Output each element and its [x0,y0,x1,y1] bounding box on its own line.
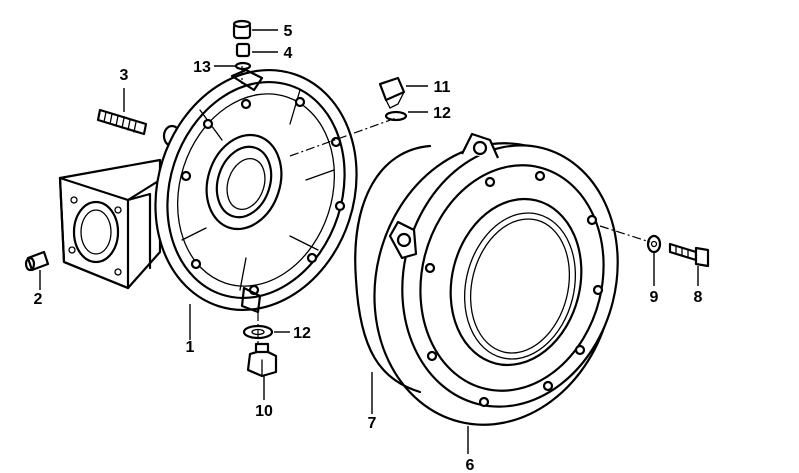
callout-9: 9 [650,289,659,306]
washer-part-9 [646,234,662,254]
callout-13: 13 [193,59,211,76]
callout-2: 2 [34,291,43,308]
callout-7: 7 [368,415,377,432]
callout-12-upper: 12 [433,105,451,122]
sleeve-part-4 [235,42,251,58]
callout-5: 5 [284,23,293,40]
assembly-line-plug [289,117,397,157]
callout-1: 1 [186,339,195,356]
assembly-line-bolt [599,225,651,243]
cap-part-5 [232,19,252,40]
callout-6: 6 [466,457,475,473]
callout-4: 4 [284,45,293,62]
stud-part-3 [96,108,148,136]
gear-housing-part-1 [58,68,358,314]
callout-10: 10 [255,403,273,420]
bolt-part-8 [668,242,710,268]
drain-plug-part-10 [246,342,278,378]
callout-12-lower: 12 [293,325,311,342]
callout-11: 11 [434,79,451,96]
washer-part-12-upper [384,110,408,122]
callout-8: 8 [694,289,703,306]
callout-3: 3 [120,67,129,84]
bearing-ring-part-6 [373,132,619,426]
washer-part-13 [234,61,252,71]
plug-part-11 [378,76,406,109]
gasket-part-7 [354,144,432,394]
dowel-pin-part-2 [24,250,50,272]
